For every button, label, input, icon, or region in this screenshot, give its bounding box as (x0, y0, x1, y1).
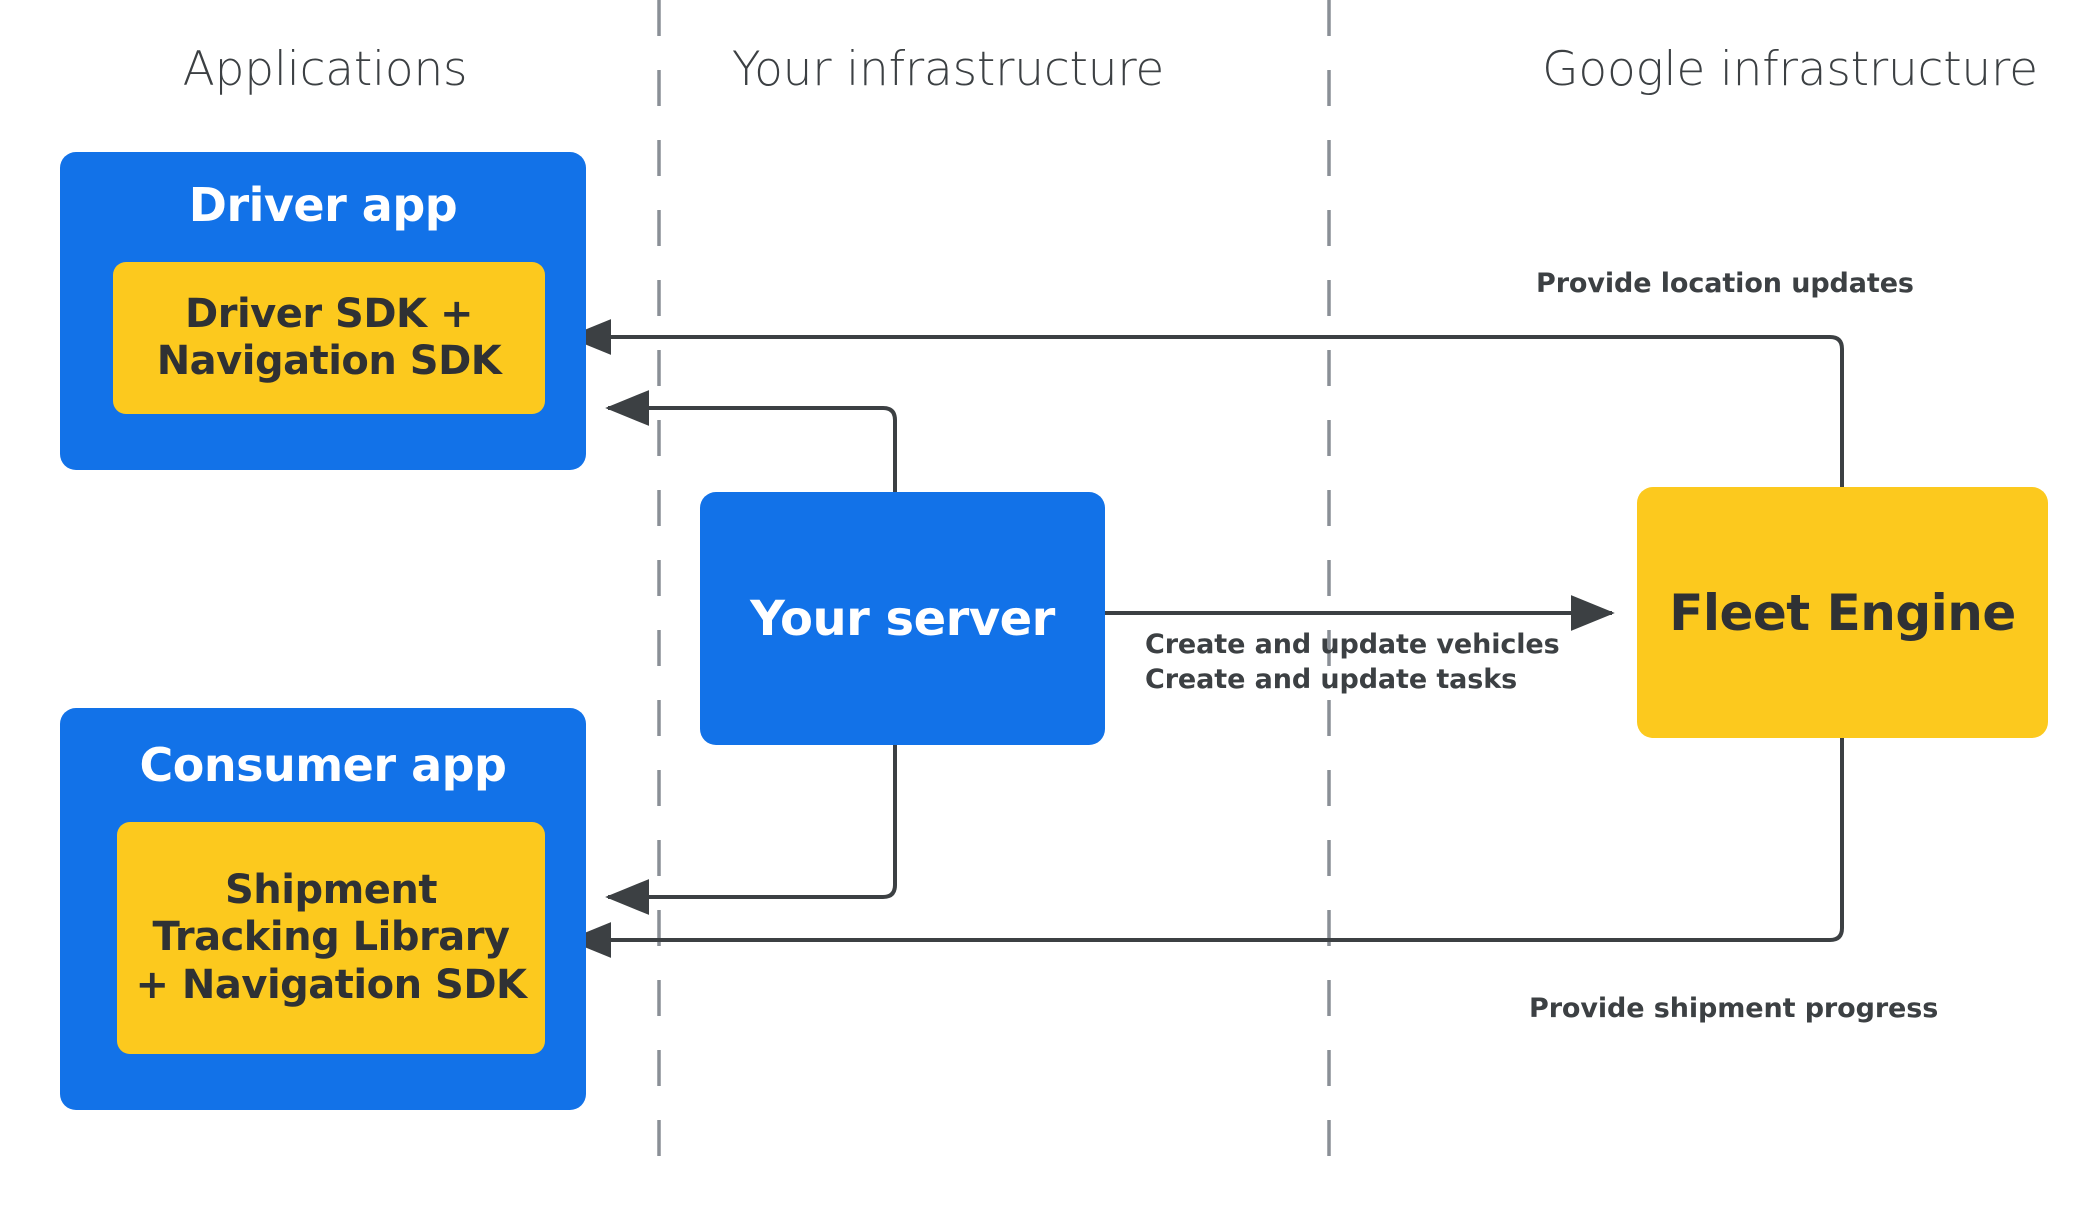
edge-shipment-progress (567, 738, 1844, 958)
node-driver-app-title: Driver app (188, 178, 458, 232)
node-shipment-tracking-library-line-2: Tracking Library (152, 914, 510, 961)
node-shipment-tracking-library[interactable]: Shipment Tracking Library + Navigation S… (117, 822, 545, 1054)
node-consumer-app-title: Consumer app (139, 738, 507, 792)
node-driver-sdk-line-2: Navigation SDK (156, 338, 502, 384)
node-fleet-engine-label: Fleet Engine (1669, 583, 2016, 642)
edge-label-create-update: Create and update vehicles Create and up… (1145, 628, 1560, 697)
node-driver-sdk-label: Driver SDK + Navigation SDK (151, 291, 508, 385)
node-your-server-label: Your server (750, 590, 1055, 647)
node-shipment-tracking-library-label: Shipment Tracking Library + Navigation S… (129, 867, 532, 1009)
edge-server-to-driver (605, 390, 897, 492)
node-shipment-tracking-library-line-3: + Navigation SDK (135, 961, 527, 1008)
node-driver-app[interactable]: Driver app Driver SDK + Navigation SDK (60, 152, 586, 470)
column-header-your-infrastructure: Your infrastructure (731, 42, 1165, 97)
edge-label-create-update-line-2: Create and update tasks (1145, 663, 1518, 695)
node-driver-sdk-line-1: Driver SDK + (185, 290, 473, 337)
edge-location-updates (567, 319, 1844, 487)
column-header-google-infrastructure: Google infrastructure (1542, 42, 2038, 97)
column-header-applications: Applications (182, 42, 468, 97)
node-fleet-engine[interactable]: Fleet Engine (1637, 487, 2048, 738)
node-your-server[interactable]: Your server (700, 492, 1105, 745)
edge-label-location-updates: Provide location updates (1536, 268, 1914, 299)
node-consumer-app[interactable]: Consumer app Shipment Tracking Library +… (60, 708, 586, 1110)
edge-label-shipment-progress: Provide shipment progress (1529, 993, 1939, 1024)
node-driver-sdk[interactable]: Driver SDK + Navigation SDK (113, 262, 545, 414)
node-shipment-tracking-library-line-1: Shipment (224, 867, 438, 914)
edge-label-create-update-line-1: Create and update vehicles (1145, 629, 1560, 660)
edge-server-to-consumer (605, 745, 897, 915)
